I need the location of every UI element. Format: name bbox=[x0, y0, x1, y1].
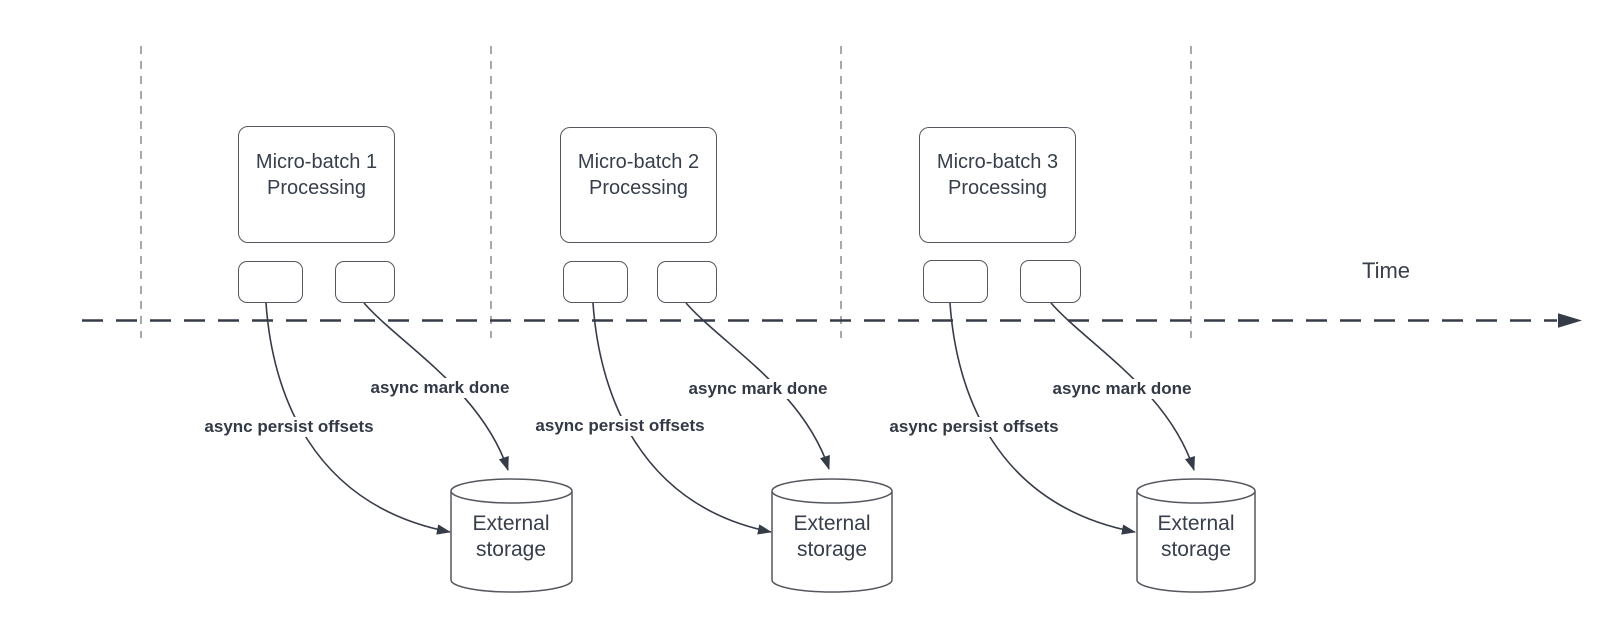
microbatch-1-processing-box: Micro-batch 1 Processing bbox=[238, 126, 395, 243]
microbatch-1-done-slot-box bbox=[335, 261, 395, 303]
external-storage-label-3: External storage bbox=[1157, 512, 1235, 561]
time-axis-label: Time bbox=[1361, 258, 1411, 283]
persist-offsets-label-2: async persist offsets bbox=[532, 416, 708, 436]
microbatch-2-done-slot-box bbox=[657, 261, 717, 303]
mark-done-arrow-1 bbox=[363, 302, 509, 471]
microbatch-1-title-line2: Processing bbox=[267, 176, 366, 199]
microbatch-1-title-line1: Micro-batch 1 bbox=[255, 150, 378, 173]
mark-done-arrow-2 bbox=[685, 302, 830, 470]
persist-offsets-arrow-3 bbox=[949, 302, 1136, 535]
microbatch-2-offset-slot-box bbox=[563, 261, 628, 303]
microbatch-3-title-line2: Processing bbox=[948, 177, 1047, 199]
mark-done-label-1: async mark done bbox=[367, 378, 513, 398]
storage-cylinder-icon-1 bbox=[450, 478, 573, 593]
time-axis-arrowhead-icon bbox=[1558, 313, 1582, 328]
mark-done-label-2: async mark done bbox=[685, 379, 831, 399]
persist-offsets-label-3: async persist offsets bbox=[886, 417, 1062, 437]
microbatch-3-offset-slot-box bbox=[923, 260, 988, 303]
persist-offsets-arrow-2 bbox=[592, 302, 772, 535]
microbatch-2-title-line1: Micro-batch 2 bbox=[577, 151, 700, 173]
microbatch-2-processing-box: Micro-batch 2 Processing bbox=[560, 127, 717, 243]
storage-cylinder-icon-2 bbox=[771, 478, 893, 593]
microbatch-3-processing-box: Micro-batch 3 Processing bbox=[919, 127, 1076, 243]
mark-done-label-3: async mark done bbox=[1049, 379, 1195, 399]
microbatch-2-title-line2: Processing bbox=[589, 177, 688, 199]
storage-cylinder-icon-3 bbox=[1136, 478, 1256, 593]
persist-offsets-label-1: async persist offsets bbox=[201, 417, 377, 437]
mark-done-arrow-3 bbox=[1050, 302, 1195, 471]
external-storage-label-2: External storage bbox=[793, 512, 871, 561]
microbatch-3-done-slot-box bbox=[1020, 260, 1081, 303]
persist-offsets-arrow-1 bbox=[265, 302, 451, 535]
microbatch-1-offset-slot-box bbox=[238, 261, 303, 303]
external-storage-label-1: External storage bbox=[472, 512, 550, 561]
microbatch-3-title-line1: Micro-batch 3 bbox=[936, 151, 1059, 173]
